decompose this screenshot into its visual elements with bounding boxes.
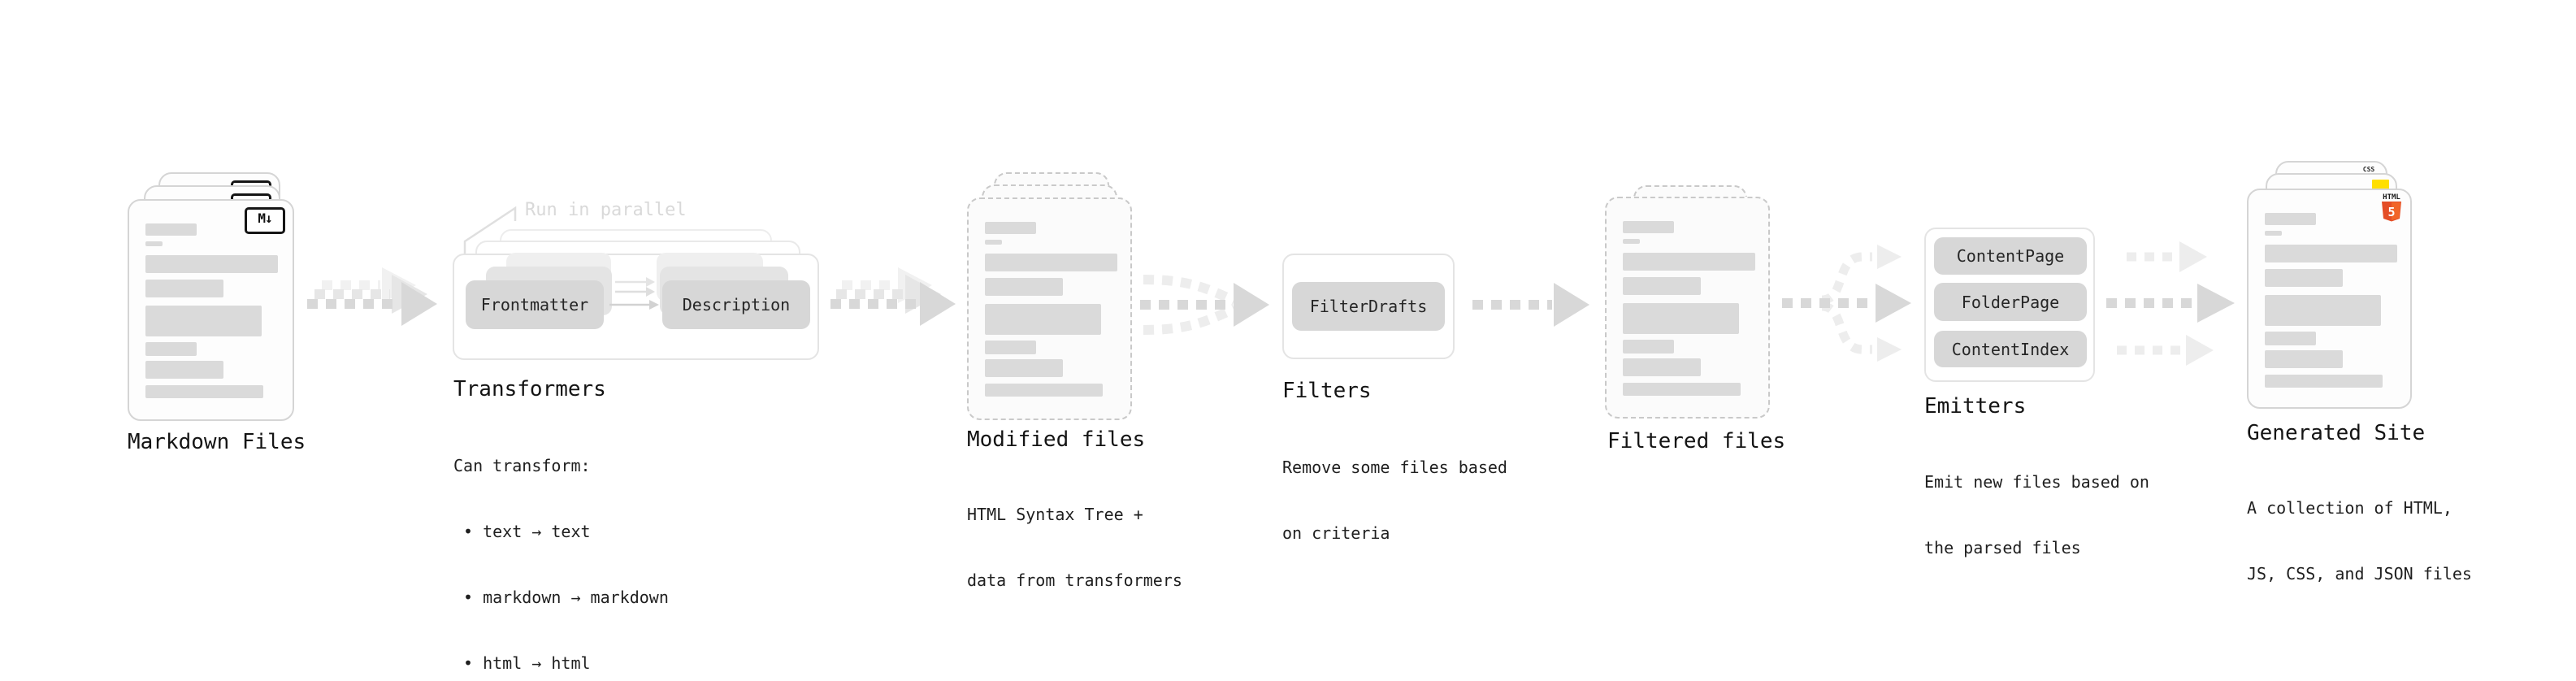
modified-description: HTML Syntax Tree + data from transformer… bbox=[967, 460, 1182, 635]
text-line-bar bbox=[2265, 245, 2397, 262]
text-line-bar bbox=[1623, 358, 1701, 376]
text-line-bar bbox=[1623, 253, 1755, 271]
description-line: • text → text bbox=[463, 522, 591, 541]
text-line-bar bbox=[1623, 383, 1741, 396]
description-line: • html → html bbox=[463, 653, 591, 673]
stage-filters: FilterDrafts Filters Remove some files b… bbox=[0, 0, 1507, 543]
text-line-bar bbox=[985, 359, 1063, 377]
transformers-description: Can transform: • text → text • markdown … bbox=[453, 411, 669, 681]
stage-emitters: ContentPage FolderPage ContentIndex Emit… bbox=[0, 0, 2149, 557]
description-line: HTML Syntax Tree + bbox=[967, 505, 1143, 524]
text-line-bar bbox=[985, 278, 1063, 296]
text-line-bar bbox=[1623, 303, 1739, 334]
arrow-modified-to-filters bbox=[1140, 275, 1269, 335]
description-line: Emit new files based on bbox=[1924, 472, 2149, 492]
stage-generated-site: CSS HTML 5 bbox=[0, 0, 2472, 583]
text-line-bar bbox=[985, 240, 1002, 245]
html5-shield: 5 bbox=[2382, 202, 2401, 222]
file-content-placeholder bbox=[1607, 198, 1768, 396]
stage-transformers: Frontmatter Description Run in parallel … bbox=[0, 0, 819, 673]
filtered-file-card-front bbox=[1605, 197, 1770, 419]
stage-modified-files: Modified files HTML Syntax Tree + data f… bbox=[0, 0, 1182, 590]
text-line-bar bbox=[145, 280, 223, 297]
text-line-bar bbox=[2265, 231, 2282, 236]
stage-title-filters: Filters bbox=[1282, 379, 1372, 403]
text-line-bar bbox=[145, 342, 197, 356]
text-line-bar bbox=[985, 384, 1103, 397]
text-line-bar bbox=[2265, 269, 2343, 287]
contentindex-pill: ContentIndex bbox=[1934, 331, 2087, 367]
description-line: Remove some files based bbox=[1282, 458, 1507, 477]
stage-title-markdown: Markdown Files bbox=[128, 430, 306, 454]
contentpage-pill: ContentPage bbox=[1934, 237, 2087, 275]
stage-title-generated: Generated Site bbox=[2247, 421, 2426, 445]
text-line-bar bbox=[985, 340, 1036, 354]
description-line: A collection of HTML, bbox=[2247, 498, 2452, 518]
html5-icon-word: HTML bbox=[2383, 193, 2400, 202]
stage-title-filtered: Filtered files bbox=[1607, 429, 1786, 453]
stage-title-modified: Modified files bbox=[967, 427, 1146, 452]
text-line-bar bbox=[2265, 213, 2316, 225]
js-icon bbox=[2372, 180, 2389, 190]
run-in-parallel-annotation: Run in parallel bbox=[525, 200, 687, 220]
css-icon-label: CSS bbox=[2362, 166, 2375, 173]
arrow-emitters-to-generated bbox=[2106, 241, 2235, 366]
text-line-bar bbox=[1623, 221, 1674, 233]
generated-file-card-html: HTML 5 bbox=[2247, 189, 2412, 409]
markdown-file-card-front: M↓ bbox=[128, 199, 294, 421]
file-content-placeholder bbox=[129, 201, 293, 398]
description-line: on criteria bbox=[1282, 523, 1390, 543]
modified-file-card-front bbox=[967, 197, 1132, 420]
text-line-bar bbox=[2265, 350, 2343, 368]
text-line-bar bbox=[985, 254, 1117, 271]
text-line-bar bbox=[145, 306, 262, 336]
filters-description: Remove some files based on criteria bbox=[1282, 413, 1507, 588]
svg-text:5: 5 bbox=[2387, 205, 2395, 219]
frontmatter-pill: Frontmatter bbox=[466, 280, 604, 329]
description-line: data from transformers bbox=[967, 570, 1182, 590]
text-line-bar bbox=[145, 241, 163, 246]
text-line-bar bbox=[2265, 295, 2381, 326]
description-pill: Description bbox=[662, 280, 810, 329]
stage-title-transformers: Transformers bbox=[453, 377, 606, 401]
text-line-bar bbox=[145, 255, 278, 273]
text-line-bar bbox=[2265, 375, 2383, 388]
folderpage-pill: FolderPage bbox=[1934, 283, 2087, 321]
text-line-bar bbox=[145, 361, 223, 379]
arrow-markdown-to-transformers bbox=[307, 267, 437, 326]
text-line-bar bbox=[1623, 239, 1640, 244]
description-line: Can transform: bbox=[453, 456, 591, 475]
file-content-placeholder bbox=[2249, 190, 2410, 388]
text-line-bar bbox=[985, 304, 1101, 335]
emitters-description: Emit new files based on the parsed files bbox=[1924, 427, 2149, 603]
arrow-filters-to-filtered bbox=[1472, 283, 1589, 327]
arrow-transformers-to-modified bbox=[830, 267, 956, 326]
text-line-bar bbox=[1623, 340, 1674, 354]
text-line-bar bbox=[2265, 332, 2316, 345]
description-line: JS, CSS, and JSON files bbox=[2247, 564, 2472, 583]
filterdrafts-pill: FilterDrafts bbox=[1292, 282, 1445, 331]
file-content-placeholder bbox=[969, 199, 1130, 397]
text-line-bar bbox=[985, 222, 1036, 234]
arrow-filtered-to-emitters bbox=[1782, 245, 1911, 362]
generated-description: A collection of HTML, JS, CSS, and JSON … bbox=[2247, 453, 2472, 629]
text-line-bar bbox=[145, 223, 197, 236]
stage-filtered-files: Filtered files bbox=[0, 0, 1785, 453]
stage-title-emitters: Emitters bbox=[1924, 394, 2027, 419]
description-line: • markdown → markdown bbox=[463, 588, 669, 607]
text-line-bar bbox=[1623, 277, 1701, 295]
markdown-icon: M↓ bbox=[245, 207, 285, 234]
description-line: the parsed files bbox=[1924, 538, 2081, 557]
text-line-bar bbox=[145, 385, 263, 398]
html5-icon: HTML 5 bbox=[2381, 193, 2402, 225]
stage-markdown-files: M↓ M↓ M↓ Markdown Files bbox=[0, 0, 306, 454]
